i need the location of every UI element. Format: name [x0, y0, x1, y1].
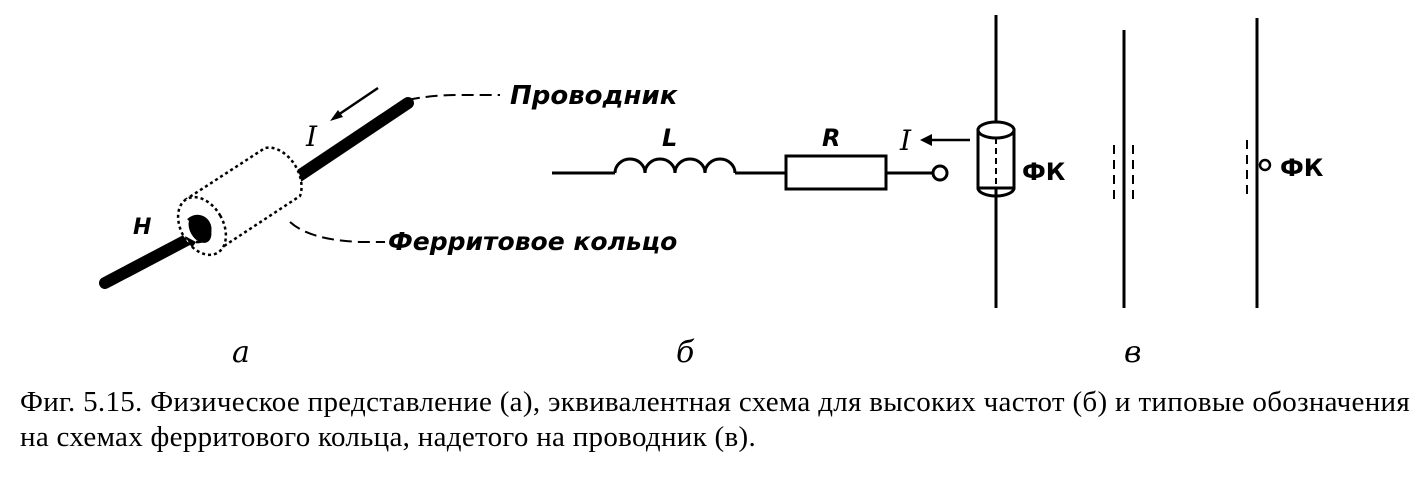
terminal: [931, 164, 949, 182]
ferrite-bead-b: [976, 120, 1016, 198]
inductor-coil: [613, 157, 737, 174]
figure-drawing: H I Проводник Ферритовое кольцо а L R I: [99, 15, 1324, 370]
field-arrowhead: [185, 236, 196, 248]
figure-caption: Фиг. 5.15. Физическое представление (а),…: [20, 386, 1410, 453]
current-label-a: I: [305, 120, 318, 153]
conductor-label: Проводник: [510, 81, 679, 111]
ferrite-dot-c2: [1258, 158, 1272, 172]
ferrite-ring: [176, 146, 303, 257]
ring-label: Ферритовое кольцо: [388, 227, 677, 256]
panel-a: H I Проводник Ферритовое кольцо а: [99, 81, 679, 370]
conductor-right: [284, 97, 414, 188]
figure: H I Проводник Ферритовое кольцо а L R I: [99, 15, 1324, 370]
resistor: [784, 154, 888, 191]
panel-letter-b: б: [676, 335, 695, 370]
fk-label-c: ФК: [1280, 154, 1324, 182]
inductor-label: L: [662, 124, 677, 152]
panel-letter-a: а: [232, 335, 250, 370]
resistor-label: R: [822, 124, 840, 152]
current-arrow-a: [334, 86, 379, 119]
field-label: H: [133, 215, 151, 240]
conductor-left: [99, 227, 206, 289]
panel-b: L R I ФК б: [552, 15, 1066, 370]
conductor-leader: [407, 94, 500, 101]
panel-letter-c: в: [1124, 335, 1141, 370]
fk-label-b: ФК: [1022, 158, 1066, 186]
current-label-b: I: [899, 124, 912, 157]
ring-leader: [289, 221, 385, 243]
field-arrow: [187, 214, 212, 244]
panel-c: ФК в: [1113, 18, 1324, 370]
